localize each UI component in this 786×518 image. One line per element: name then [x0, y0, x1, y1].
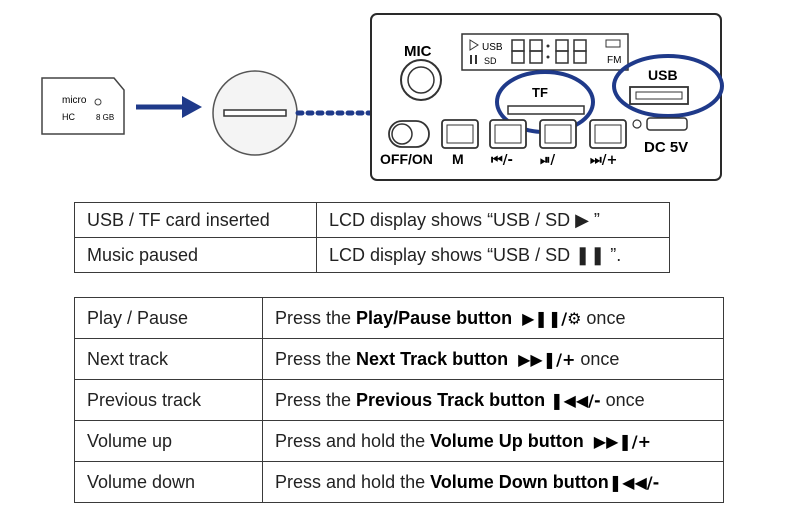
button-symbol: ▶❚❚/⚙ — [522, 308, 582, 328]
control-instruction: Press the Play/Pause button ▶❚❚/⚙ once — [262, 297, 724, 339]
usb-port: USB — [612, 54, 724, 118]
button-name: Next Track button — [356, 348, 509, 369]
button-symbol: ❚◀◀/- — [608, 472, 660, 492]
table-row: Play / Pause Press the Play/Pause button… — [74, 297, 724, 339]
button-name: Volume Down button — [430, 471, 609, 492]
button-symbol: ❚◀◀/- — [550, 390, 601, 410]
table-row: Volume up Press and hold the Volume Up b… — [74, 420, 724, 462]
sd-card-brand: micro — [62, 95, 87, 106]
instruction-post: once — [581, 307, 626, 328]
table-row: Music paused LCD display shows “USB / SD… — [74, 237, 670, 273]
sd-card-capacity: 8 GB — [96, 113, 114, 122]
control-action: Previous track — [74, 379, 263, 421]
table-row: Next track Press the Next Track button ▶… — [74, 338, 724, 380]
instruction-pre: Press the — [275, 348, 357, 369]
next-label: ⏭/+ — [590, 153, 617, 168]
usb-label: USB — [648, 67, 678, 83]
control-action: Volume up — [74, 420, 263, 462]
status-table: USB / TF card inserted LCD display shows… — [74, 202, 670, 273]
status-display: LCD display shows “USB / SD ▶ ” — [316, 202, 670, 238]
micro-sd-card: micro HC 8 GB — [41, 77, 125, 135]
button-name: Previous Track button — [356, 389, 546, 410]
lcd-usb: USB — [482, 42, 503, 53]
mic-label: MIC — [404, 43, 432, 60]
control-action: Volume down — [74, 461, 263, 503]
lcd-sd: SD — [484, 56, 497, 66]
table-row: Volume down Press and hold the Volume Do… — [74, 461, 724, 503]
status-display: LCD display shows “USB / SD ❚❚ ”. — [316, 237, 670, 273]
control-action: Play / Pause — [74, 297, 263, 339]
device-diagram: micro HC 8 GB MIC USB SD — [41, 13, 724, 181]
prev-label: ⏮/- — [491, 153, 513, 168]
dc-label: DC 5V — [644, 139, 688, 156]
tf-label: TF — [532, 85, 548, 100]
control-instruction: Press and hold the Volume Down button❚◀◀… — [262, 461, 724, 503]
play-button — [539, 119, 577, 149]
m-button — [441, 119, 479, 149]
button-name: Volume Up button — [430, 430, 584, 451]
status-state: Music paused — [74, 237, 317, 273]
sd-card-type: HC — [62, 112, 75, 122]
instruction-post: once — [575, 348, 620, 369]
button-name: Play/Pause button — [356, 307, 513, 328]
controls-table: Play / Pause Press the Play/Pause button… — [74, 297, 724, 503]
control-action: Next track — [74, 338, 263, 380]
play-label: ⏯/ — [540, 153, 555, 168]
off-on-label: OFF/ON — [380, 151, 433, 167]
button-symbol: ▶▶❚/+ — [593, 431, 652, 451]
led-indicator — [632, 119, 642, 129]
device-panel: MIC USB SD FM TF — [370, 13, 724, 181]
instruction-pre: Press the — [275, 307, 357, 328]
button-symbol: ▶▶❚/+ — [518, 349, 576, 369]
table-row: Previous track Press the Previous Track … — [74, 379, 724, 421]
instruction-pre: Press the — [275, 389, 357, 410]
control-instruction: Press and hold the Volume Up button ▶▶❚/… — [262, 420, 724, 462]
dc-port — [646, 117, 688, 131]
instruction-pre: Press and hold the — [275, 471, 431, 492]
lcd-display: USB SD FM — [461, 33, 629, 71]
next-button — [589, 119, 627, 149]
m-label: M — [452, 151, 464, 167]
control-instruction: Press the Previous Track button ❚◀◀/- on… — [262, 379, 724, 421]
insert-arrow — [136, 96, 202, 118]
instruction-pre: Press and hold the — [275, 430, 431, 451]
table-row: USB / TF card inserted LCD display shows… — [74, 202, 670, 238]
status-state: USB / TF card inserted — [74, 202, 317, 238]
slot-zoom-circle — [212, 70, 298, 156]
control-instruction: Press the Next Track button ▶▶❚/+ once — [262, 338, 724, 380]
instruction-post: once — [600, 389, 645, 410]
lcd-fm: FM — [607, 55, 621, 66]
prev-button — [489, 119, 527, 149]
